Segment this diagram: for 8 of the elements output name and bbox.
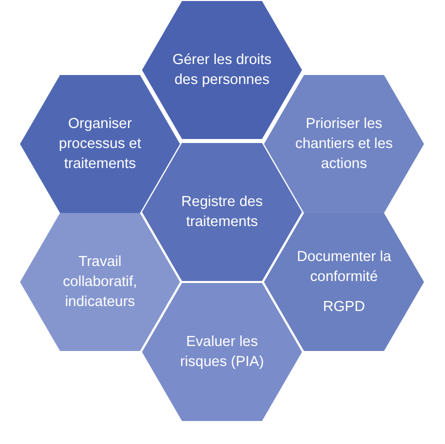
node-label: Travail collaboratif, indicateurs — [62, 253, 138, 312]
node-label: Organiser processus et traitements — [58, 115, 142, 174]
node-label: Documenter la conformité — [296, 248, 392, 287]
node-label: Prioriser les chantiers et les actions — [294, 115, 394, 174]
node-label: Evaluer les risques (PIA) — [179, 333, 265, 372]
node-label: RGPD — [323, 298, 365, 317]
node-label: Gérer les droits des personnes — [172, 51, 272, 90]
node-label: Registre des traitements — [180, 193, 264, 232]
